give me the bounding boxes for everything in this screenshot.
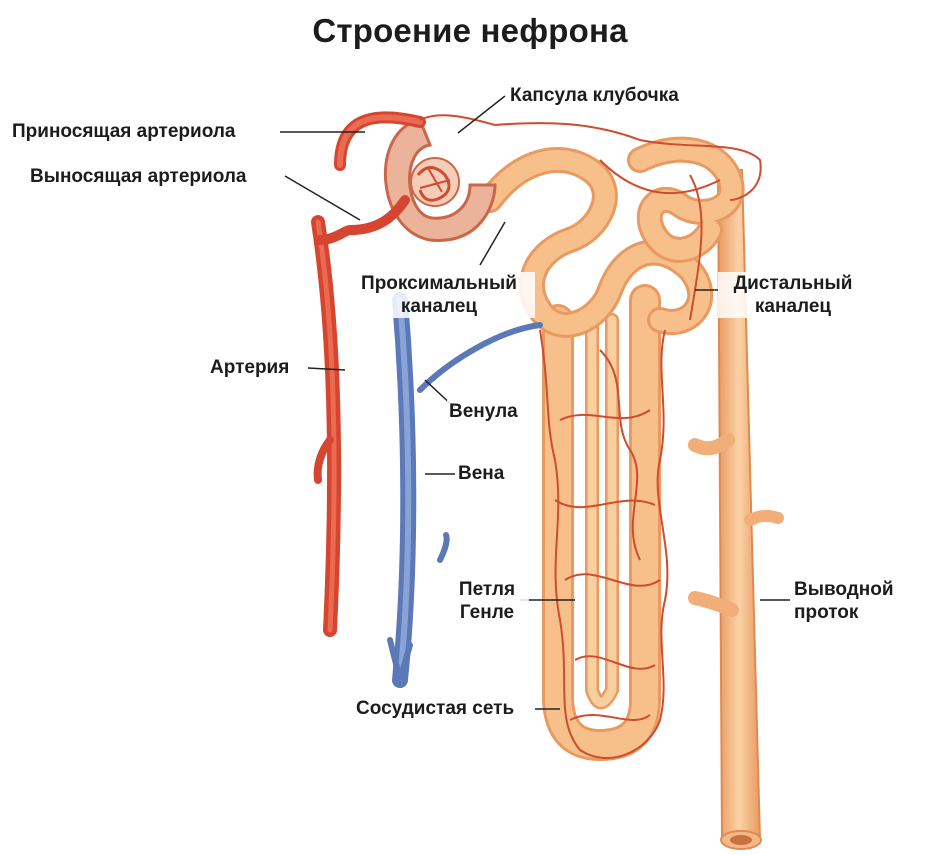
label-loop-line-1: Петля	[458, 579, 516, 600]
leader-lines	[280, 95, 790, 710]
label-afferent-arteriole: Приносящая артериола	[10, 120, 238, 143]
capillary-network	[419, 114, 762, 760]
label-proximal-line-1: Проксимальный	[361, 273, 517, 294]
label-loop-of-henle: Петля Генле	[445, 578, 529, 624]
label-collecting-duct: Выводной проток	[792, 578, 896, 624]
label-duct-line-2: проток	[794, 602, 859, 623]
collecting-duct	[688, 169, 784, 850]
label-efferent-arteriole: Выносящая артериола	[28, 165, 249, 188]
glomerular-capsule	[383, 118, 497, 242]
label-artery: Артерия	[208, 356, 292, 379]
artery	[311, 215, 355, 637]
diagram-title: Строение нефрона	[312, 12, 628, 49]
label-duct-line-1: Выводной	[794, 579, 894, 600]
label-glomerular-capsule: Капсула клубочка	[508, 84, 681, 107]
loop-of-henle	[542, 284, 661, 762]
label-proximal-line-2: каналец	[400, 296, 478, 317]
vein	[387, 292, 543, 688]
label-venule: Венула	[447, 400, 520, 423]
arterioles	[334, 111, 426, 235]
label-proximal-tubule: Проксимальный каналец	[343, 272, 535, 318]
label-distal-tubule: Дистальный каналец	[718, 272, 868, 318]
label-distal-line-1: Дистальный	[733, 273, 853, 294]
label-vein: Вена	[456, 462, 507, 485]
label-capillary-network: Сосудистая сеть	[354, 697, 517, 720]
label-loop-line-2: Генле	[459, 602, 515, 623]
label-distal-line-2: каналец	[754, 296, 832, 317]
convoluted-tubules	[477, 136, 745, 338]
